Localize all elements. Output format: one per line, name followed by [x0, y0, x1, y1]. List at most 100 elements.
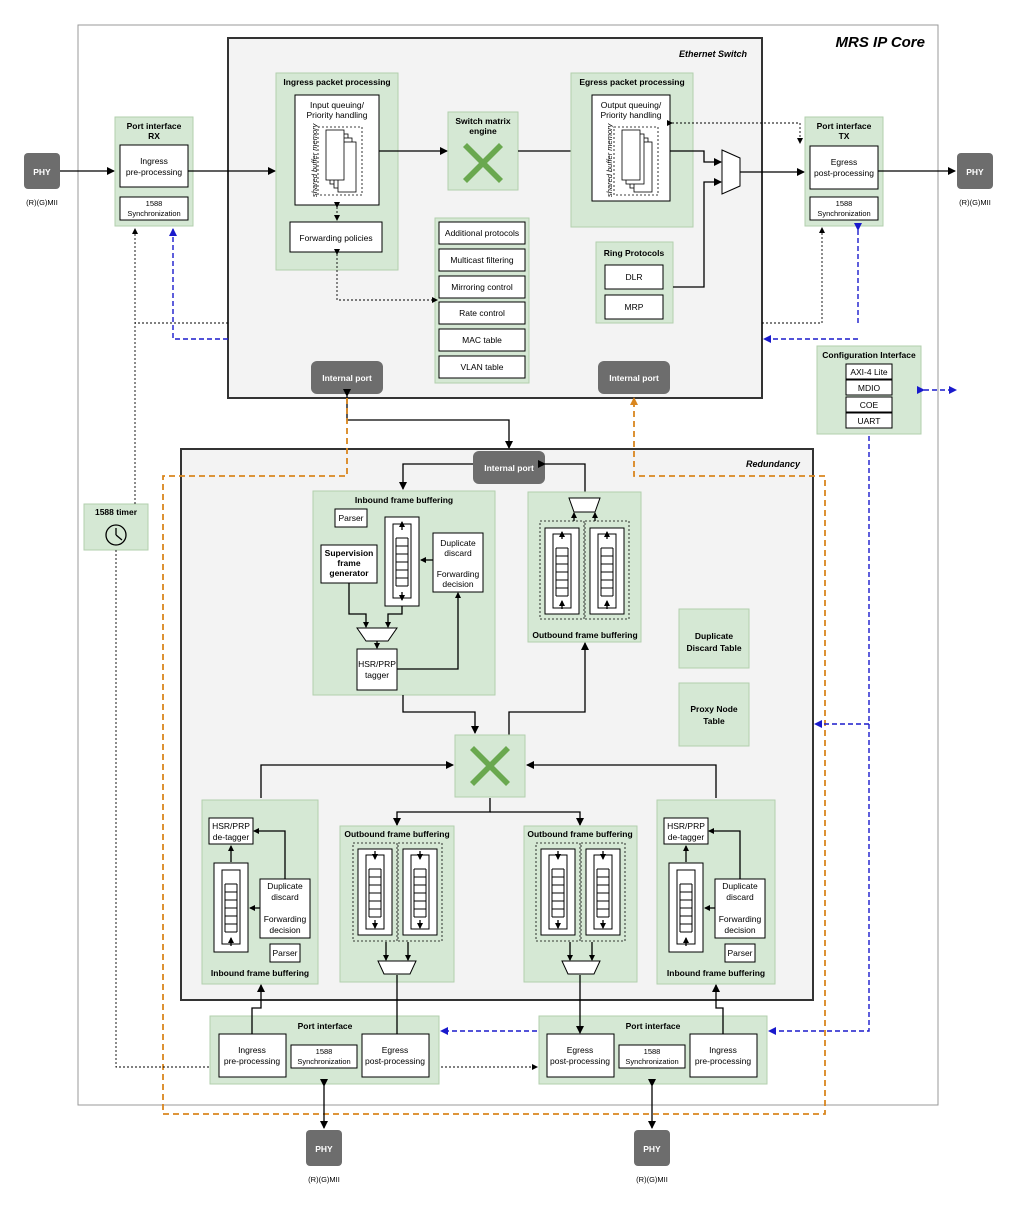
bl-egress-l2: post-processing	[365, 1056, 425, 1066]
supervision-l2: frame	[337, 558, 360, 568]
ethernet-switch-label: Ethernet Switch	[679, 49, 748, 59]
br-ingress-box	[689, 1033, 758, 1078]
phy-bottom-right	[634, 1130, 670, 1166]
clock-icon	[105, 524, 127, 546]
mux-bottom-left	[377, 960, 417, 975]
parser-left: Parser	[272, 948, 297, 958]
mii-left-label: (R)(G)MII	[26, 198, 58, 207]
fwd-left-l1: Forwarding	[264, 914, 307, 924]
tx-egress-l1: Egress	[831, 157, 857, 167]
mrp-box	[604, 294, 664, 320]
proxy-node-table	[678, 682, 750, 747]
bl-sync-l1: 1588	[316, 1047, 333, 1056]
multicast-filtering: Multicast filtering	[450, 255, 514, 265]
internal-port-right-label: Internal port	[609, 373, 659, 383]
mux-top-right	[568, 497, 601, 513]
rx-ingress-l2: pre-processing	[126, 167, 182, 177]
bl-ingress-l1: Ingress	[238, 1045, 266, 1055]
fwd-top-l1: Forwarding	[437, 569, 480, 579]
mux-top-left	[356, 627, 398, 642]
tx-egress-box	[809, 145, 879, 190]
mux-bottom-right	[561, 960, 601, 975]
internal-port-right	[598, 361, 670, 394]
ingress-shared-mem: shared buffer memory	[310, 122, 319, 197]
switch-matrix-l2: engine	[469, 126, 497, 136]
mii-br-label: (R)(G)MII	[636, 1175, 668, 1184]
parser-right: Parser	[727, 948, 752, 958]
dlr: DLR	[625, 272, 642, 282]
output-q-l2: Priority handling	[601, 110, 662, 120]
rx-sync-l1: 1588	[146, 199, 163, 208]
internal-port-left	[311, 361, 383, 394]
port-tx-title-2: TX	[839, 131, 850, 141]
port-tx-title-1: Port interface	[817, 121, 872, 131]
hsr-detagger-right-box	[663, 817, 709, 845]
bl-sync-box	[290, 1044, 358, 1069]
detagger-left-l1: HSR/PRP	[212, 821, 250, 831]
dup-right-l2: discard	[726, 892, 754, 902]
hsr-tagger-l2: tagger	[365, 670, 389, 680]
mdio: MDIO	[858, 383, 881, 393]
parser-left-box	[269, 943, 301, 963]
dup-left-l2: discard	[271, 892, 299, 902]
proxy-table-l1: Proxy Node	[690, 704, 738, 714]
mdio-box	[845, 379, 893, 396]
input-q-l2: Priority handling	[307, 110, 368, 120]
dup-top-l2: discard	[444, 548, 472, 558]
port-br-title: Port interface	[626, 1021, 681, 1031]
br-sync-l1: 1588	[644, 1047, 661, 1056]
internal-port-redundancy	[473, 451, 545, 484]
config-if-title: Configuration Interface	[822, 350, 916, 360]
dup-right-l1: Duplicate	[722, 881, 758, 891]
internal-port-left-label: Internal port	[322, 373, 372, 383]
phy-right-label: PHY	[966, 167, 984, 177]
input-q-l1: Input queuing/	[310, 100, 365, 110]
bl-sync-l2: Synchronization	[297, 1057, 350, 1066]
br-ingress-l1: Ingress	[709, 1045, 737, 1055]
hsr-tagger-box	[356, 648, 398, 691]
port-bl-title: Port interface	[298, 1021, 353, 1031]
br-ingress-l2: pre-processing	[695, 1056, 751, 1066]
rx-ingress-box	[119, 144, 189, 188]
bl-egress-l1: Egress	[382, 1045, 408, 1055]
ingress-pkt-title: Ingress packet processing	[283, 77, 390, 87]
dup-fwd-top-box	[432, 532, 484, 593]
coe-box	[845, 396, 893, 413]
hsr-detagger-left-box	[208, 817, 254, 845]
phy-right	[957, 153, 993, 189]
rx-sync-l2: Synchronization	[127, 209, 180, 218]
tx-sync-box	[809, 196, 879, 221]
coe: COE	[860, 400, 879, 410]
dup-top-l1: Duplicate	[440, 538, 476, 548]
internal-port-red-label: Internal port	[484, 463, 534, 473]
axi-box	[845, 363, 893, 380]
additional-protocols: Additional protocols	[445, 228, 519, 238]
fwd-policies-text: Forwarding policies	[299, 233, 372, 243]
rate-box	[438, 301, 526, 325]
br-sync-l2: Synchronization	[625, 1057, 678, 1066]
detagger-left-l2: de-tagger	[213, 832, 250, 842]
br-egress-l1: Egress	[567, 1045, 593, 1055]
uart-box	[845, 412, 893, 429]
mii-bl-label: (R)(G)MII	[308, 1175, 340, 1184]
egress-pkt-title: Egress packet processing	[579, 77, 684, 87]
fwd-right-l2: decision	[724, 925, 755, 935]
supervision-l1: Supervision	[325, 548, 374, 558]
br-sync-box	[618, 1044, 686, 1069]
port-rx-title-2: RX	[148, 131, 160, 141]
outbound-right-title: Outbound frame buffering	[527, 829, 632, 839]
parser-top-box	[334, 508, 368, 528]
dup-table-l1: Duplicate	[695, 631, 734, 641]
port-rx-title-1: Port interface	[127, 121, 182, 131]
parser-top: Parser	[338, 513, 363, 523]
bl-egress-box	[361, 1033, 430, 1078]
mirroring-box	[438, 275, 526, 299]
detagger-right-l2: de-tagger	[668, 832, 705, 842]
tx-sync-l1: 1588	[836, 199, 853, 208]
timer-1588-label: 1588 timer	[95, 507, 138, 517]
phy-left	[24, 153, 60, 189]
fwd-top-l2: decision	[442, 579, 473, 589]
hsr-tagger-l1: HSR/PRP	[358, 659, 396, 669]
tx-egress-l2: post-processing	[814, 168, 874, 178]
